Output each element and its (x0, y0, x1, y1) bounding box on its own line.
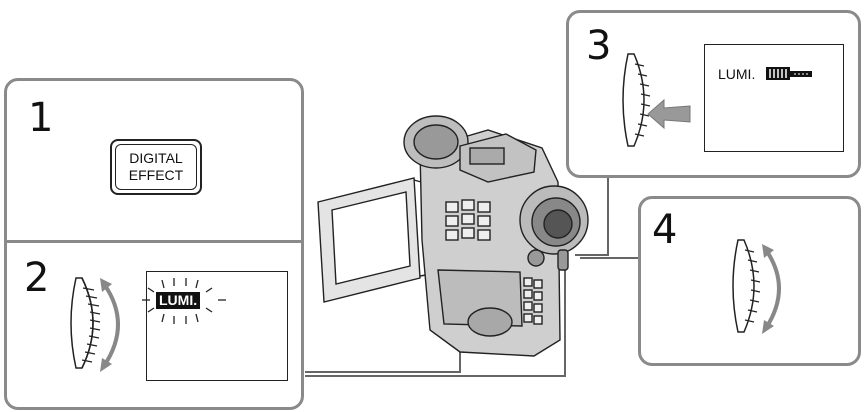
step-3-lumi-label: LUMI. (718, 66, 756, 82)
level-bar-icon (766, 67, 812, 80)
panel-divider (6, 240, 302, 243)
dial-icon (732, 239, 761, 333)
press-arrow-icon (647, 98, 691, 130)
camcorder-illustration (317, 115, 589, 357)
rotate-arrow-icon (762, 244, 781, 334)
digital-effect-button-face: DIGITAL EFFECT (115, 144, 197, 190)
step-1-number: 1 (28, 95, 54, 141)
digital-effect-label-line2: EFFECT (128, 167, 184, 183)
dial-icon (622, 53, 651, 147)
step-2-lumi-label: LUMI. (156, 292, 201, 309)
digital-effect-label-line1: DIGITAL (129, 150, 183, 166)
step-4-number: 4 (652, 207, 678, 253)
step-2-number: 2 (24, 255, 50, 301)
step-3-screen (704, 44, 844, 152)
dial-icon (70, 277, 101, 369)
digital-effect-button[interactable]: DIGITAL EFFECT (110, 139, 202, 195)
rotate-arrow-icon (100, 278, 120, 372)
step-3-number: 3 (586, 23, 612, 69)
step-2-screen (146, 271, 288, 381)
blink-rays-icon (142, 278, 226, 324)
